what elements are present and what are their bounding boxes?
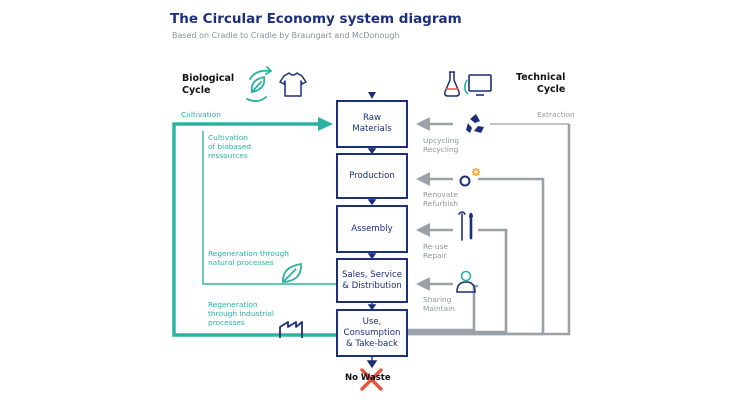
renovate-label: Renovate Refurbish: [423, 190, 458, 208]
tools-icon: [458, 211, 473, 241]
cross-icon: [360, 368, 383, 391]
reuse-label: Re-use Repair: [423, 242, 449, 260]
extraction-label: Extraction: [537, 110, 575, 119]
renovate-arrowhead: [416, 172, 430, 186]
stage-sales-distribution: Sales, Service & Distribution: [336, 258, 408, 303]
technical-cycle-heading: Technical Cycle: [516, 72, 566, 95]
stage-raw-materials: Raw Materials: [336, 100, 408, 148]
monitor-icon: [463, 74, 492, 96]
cultivation-label: Cultivation: [181, 110, 221, 119]
stage-production: Production: [336, 153, 408, 199]
page-title: The Circular Economy system diagram: [170, 11, 462, 27]
cultivation-arrowhead: [318, 117, 333, 131]
industrial-regeneration-label: Regeneration through industrial processe…: [208, 300, 274, 327]
upcycling-label: Upcycling Recycling: [423, 136, 460, 154]
biobased-label: Cultivation of biobased ressources: [208, 133, 252, 160]
biological-cycle-heading: Biological Cycle: [182, 73, 235, 96]
gear-icon: [459, 168, 480, 187]
leaf-icon: [282, 262, 302, 283]
biobased-loop-line: [202, 131, 338, 285]
recycle-icon: [466, 114, 484, 133]
upcycling-loop-line: [408, 177, 545, 336]
flask-icon: [444, 71, 460, 97]
reuse-arrowhead: [416, 223, 430, 237]
cultivation-loop-line: [172, 122, 338, 337]
upcycling-arrowhead: [416, 117, 430, 131]
reuse-loop-line: [408, 228, 508, 334]
page-subtitle: Based on Cradle to Cradle by Braungart a…: [172, 31, 400, 40]
stage-assembly: Assembly: [336, 205, 408, 253]
sharing-loop-line: [408, 284, 478, 332]
no-waste-label: No Waste: [345, 373, 391, 383]
tshirt-icon: [279, 72, 307, 97]
sharing-arrowhead: [416, 277, 430, 291]
natural-regeneration-label: Regeneration through natural processes: [208, 249, 289, 267]
user-icon: [456, 270, 476, 293]
sharing-label: Sharing Maintain: [423, 295, 455, 313]
leaf-cycle-icon: [246, 66, 273, 102]
factory-icon: [279, 321, 303, 338]
input-arrow-icon: [368, 92, 376, 99]
stage-use-consumption: Use, Consumption & Take-back: [336, 309, 408, 357]
